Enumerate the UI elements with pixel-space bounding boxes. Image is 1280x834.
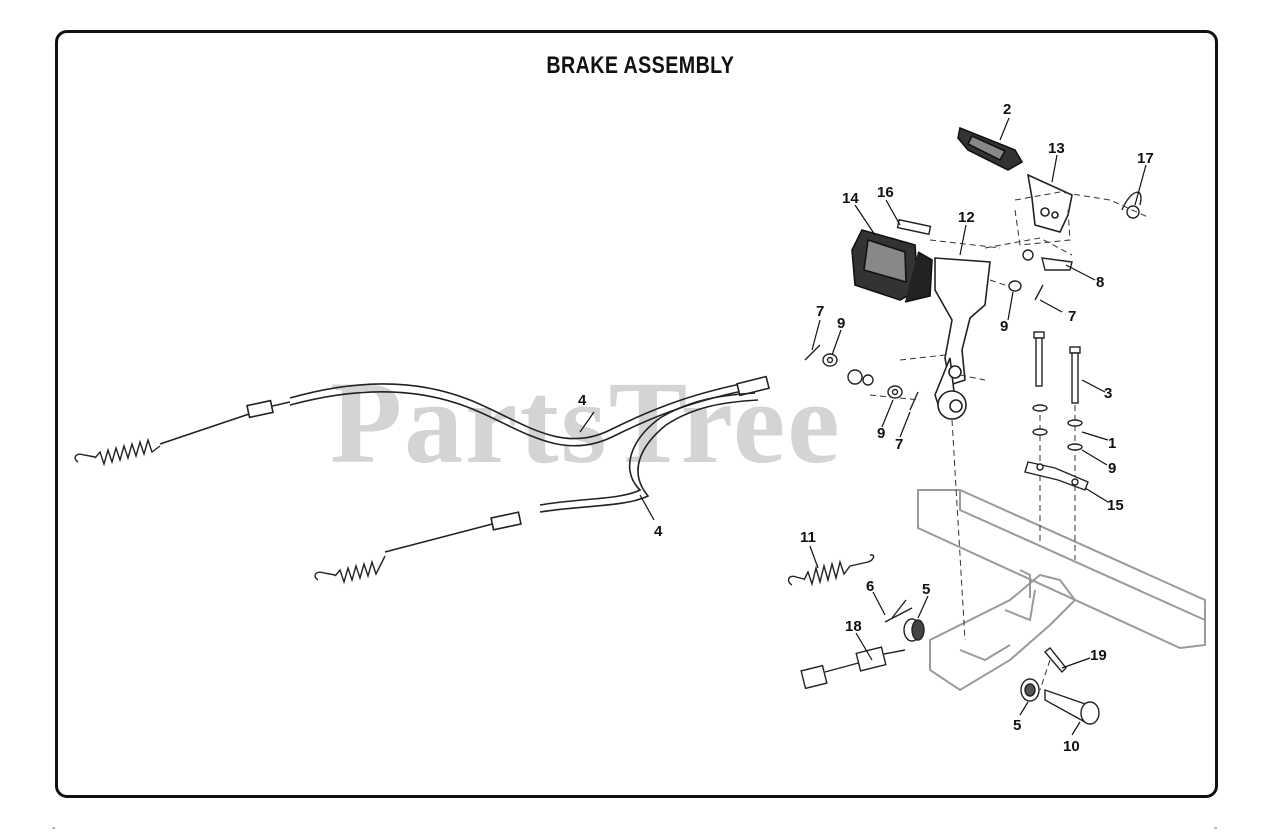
spring-upper-cable — [74, 437, 161, 467]
brake-pedal-arm — [934, 257, 991, 420]
callout-7-upper-cable: 7 — [816, 303, 824, 320]
callout-2: 2 — [1003, 101, 1011, 118]
callout-4-upper: 4 — [578, 392, 587, 409]
callout-1: 1 — [1108, 435, 1116, 452]
washers-1-9 — [1032, 404, 1083, 451]
cable-end-hardware — [804, 280, 1044, 411]
callout-6: 6 — [866, 578, 874, 595]
callout-12: 12 — [958, 209, 975, 226]
bolts-3 — [1033, 331, 1081, 404]
callout-4-lower: 4 — [654, 523, 663, 540]
plate-15 — [1024, 461, 1089, 491]
lever-8 — [1022, 249, 1073, 271]
callout-14: 14 — [842, 190, 859, 207]
callout-7-lower-cable: 7 — [895, 436, 903, 453]
callout-9-lower-cable: 9 — [877, 425, 885, 442]
callout-5-lower: 5 — [1013, 717, 1021, 734]
callout-9-pedal: 9 — [1000, 318, 1008, 335]
callout-17: 17 — [1137, 150, 1154, 167]
bracket-13 — [1026, 173, 1073, 233]
bolt-16 — [896, 218, 932, 236]
callout-15: 15 — [1107, 497, 1124, 514]
bushing-5-lower — [1020, 678, 1040, 702]
callout-13: 13 — [1048, 140, 1065, 157]
cotter-pin-6 — [884, 599, 913, 623]
leader-lines — [579, 117, 1147, 736]
spring-11 — [787, 554, 875, 587]
corner-mark-left: - — [52, 823, 56, 834]
callout-9-upper-cable: 9 — [837, 315, 845, 332]
callout-3: 3 — [1104, 385, 1112, 402]
callout-16: 16 — [877, 184, 894, 201]
frame-rail — [917, 489, 1206, 692]
pedal-pad-2 — [957, 126, 1024, 171]
bolt-19 — [1043, 647, 1067, 674]
callout-labels: 2 13 17 14 16 12 8 9 7 7 9 3 4 9 7 1 9 1… — [578, 101, 1154, 755]
callout-11: 11 — [800, 529, 816, 546]
brake-switch-18 — [800, 646, 906, 690]
pedal-pad-14 — [851, 229, 933, 303]
clevis-pin-17 — [1121, 191, 1142, 219]
diagram-title: BRAKE ASSEMBLY — [546, 52, 735, 79]
callout-18: 18 — [845, 618, 862, 635]
callout-8: 8 — [1096, 274, 1104, 291]
brake-cable-upper — [159, 375, 770, 447]
callout-10: 10 — [1063, 738, 1080, 755]
brake-cable-lower — [384, 392, 759, 553]
callout-5-upper: 5 — [922, 581, 930, 598]
bushing-5-upper — [903, 618, 925, 642]
callout-19: 19 — [1090, 647, 1107, 664]
corner-mark-right: - — [1214, 823, 1218, 834]
pin-10 — [1044, 689, 1100, 725]
callout-9-bolt: 9 — [1108, 460, 1116, 477]
spring-lower-cable — [314, 555, 386, 585]
callout-7-pedal: 7 — [1068, 308, 1076, 325]
